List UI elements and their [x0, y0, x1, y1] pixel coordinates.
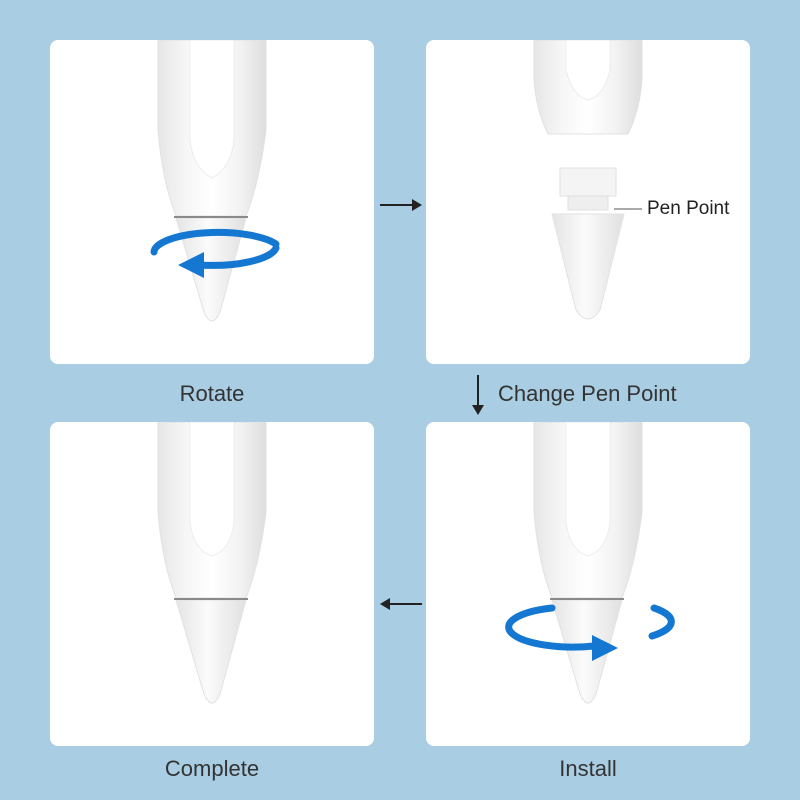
step-rotate-label: Rotate: [179, 381, 245, 406]
step-complete-panel: [50, 422, 374, 746]
rotation-arrowhead: [592, 635, 618, 661]
step-install-label: Install: [559, 756, 617, 781]
pencil-highlight: [565, 40, 611, 101]
rotation-arrow-front: [196, 244, 280, 269]
pencil-change-illustration: [533, 40, 643, 320]
arrow-right-icon: [380, 199, 422, 211]
pencil-tip: [175, 599, 247, 704]
step-complete-label: Complete: [164, 756, 260, 781]
pencil-tip: [175, 217, 247, 322]
rotation-arrow-back: [648, 604, 675, 640]
pencil-highlight: [189, 40, 235, 179]
pencil-rotate-illustration: [150, 40, 280, 322]
rotation-arrow-front: [505, 604, 598, 651]
rotation-arrow-back: [150, 228, 280, 256]
pencil-highlight: [189, 422, 235, 557]
arrow-left-icon: [380, 598, 422, 610]
pencil-highlight: [565, 422, 611, 557]
step-install-panel: [426, 422, 750, 746]
tip-thread-bottom: [567, 195, 609, 211]
step-change-label: Change Pen Point: [498, 381, 677, 406]
arrow-down-icon: [472, 375, 484, 415]
tip-thread-top: [559, 167, 617, 197]
pen-point-tip: [551, 213, 625, 320]
pencil-complete-illustration: [157, 422, 267, 704]
step-rotate-panel: [50, 40, 374, 364]
pencil-tip: [551, 599, 623, 704]
rotation-arrowhead: [178, 252, 204, 278]
step-change-panel: [426, 40, 750, 364]
pen-point-callout-label: Pen Point: [647, 198, 730, 219]
pencil-install-illustration: [505, 422, 675, 704]
